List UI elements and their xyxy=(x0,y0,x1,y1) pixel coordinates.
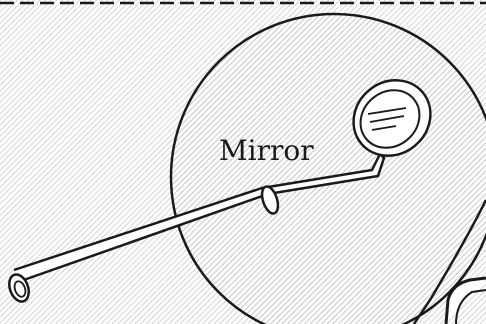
magnifier-circle xyxy=(171,14,486,324)
mirror-label: Mirror xyxy=(219,134,314,167)
